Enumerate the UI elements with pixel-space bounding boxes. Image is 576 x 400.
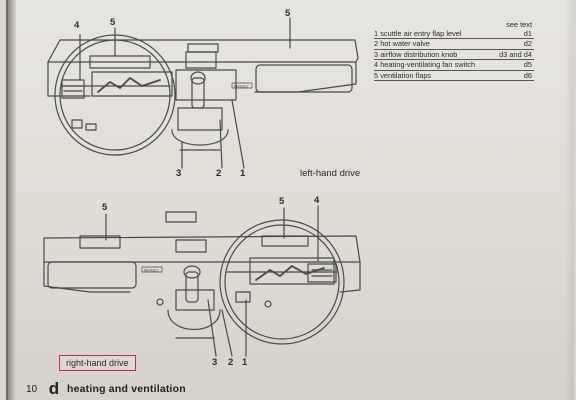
legend-item: 4 heating-ventilating fan switch d5: [374, 60, 534, 71]
rhd-brand-label: RENAULT: [144, 268, 159, 272]
page-footer: 10 d heating and ventilation: [26, 379, 186, 399]
legend-item-ref: d5: [523, 60, 532, 70]
legend-item-label: heating-ventilating fan switch: [380, 60, 476, 70]
rhd-callout-1: 1: [242, 357, 248, 368]
lhd-dashboard-drawing: [47, 17, 359, 169]
legend-item: 3 airflow distribution knob d3 and d4: [374, 49, 534, 61]
rhd-callout-2: 2: [228, 357, 234, 368]
section-title: heating and ventilation: [66, 383, 186, 395]
legend-item-ref: d1: [523, 29, 532, 38]
legend-item-label: scuttle air entry flap level: [380, 29, 462, 38]
lhd-callout-2: 2: [216, 168, 222, 179]
legend-item: 5 ventilation flaps d6: [374, 71, 534, 81]
lhd-callout-4: 4: [74, 20, 80, 31]
lhd-callout-5b: 5: [285, 8, 291, 19]
legend-item: 2 hot water valve d2: [374, 39, 534, 50]
legend-item-num: 5: [374, 70, 379, 80]
legend-item-label: hot water valve: [380, 39, 430, 49]
section-letter: d: [48, 379, 60, 398]
legend-item-label: ventilation flaps: [380, 70, 432, 80]
legend-item-ref: d2: [523, 39, 532, 49]
rhd-callout-5b: 5: [279, 196, 285, 207]
rhd-callout-4: 4: [314, 195, 320, 206]
legend-see-text-header: see text: [506, 20, 532, 29]
page-number: 10: [26, 384, 38, 395]
rhd-caption: right-hand drive: [59, 355, 136, 371]
lhd-callout-1: 1: [240, 168, 246, 179]
manual-page: [6, 0, 574, 400]
rhd-dashboard-drawing: [43, 205, 361, 357]
legend-item-num: 1: [374, 29, 379, 38]
lhd-caption: left-hand drive: [300, 168, 361, 179]
legend-item-label: airflow distribution knob: [380, 49, 458, 59]
legend-item: 1 scuttle air entry flap level d1: [374, 29, 534, 40]
lhd-callout-5a: 5: [110, 17, 116, 28]
rhd-callout-3: 3: [212, 357, 218, 368]
legend-item-ref: d6: [523, 70, 532, 80]
legend-item-ref: d3 and d4: [499, 49, 532, 59]
legend-item-num: 4: [374, 60, 379, 70]
lhd-brand-label: RENAULT: [234, 84, 249, 88]
page-edge: [564, 0, 574, 400]
legend-item-num: 2: [374, 39, 379, 49]
rhd-callout-5a: 5: [102, 202, 108, 213]
binding-shadow: [8, 0, 16, 400]
lhd-callout-3: 3: [176, 168, 182, 179]
legend-item-num: 3: [374, 49, 379, 59]
